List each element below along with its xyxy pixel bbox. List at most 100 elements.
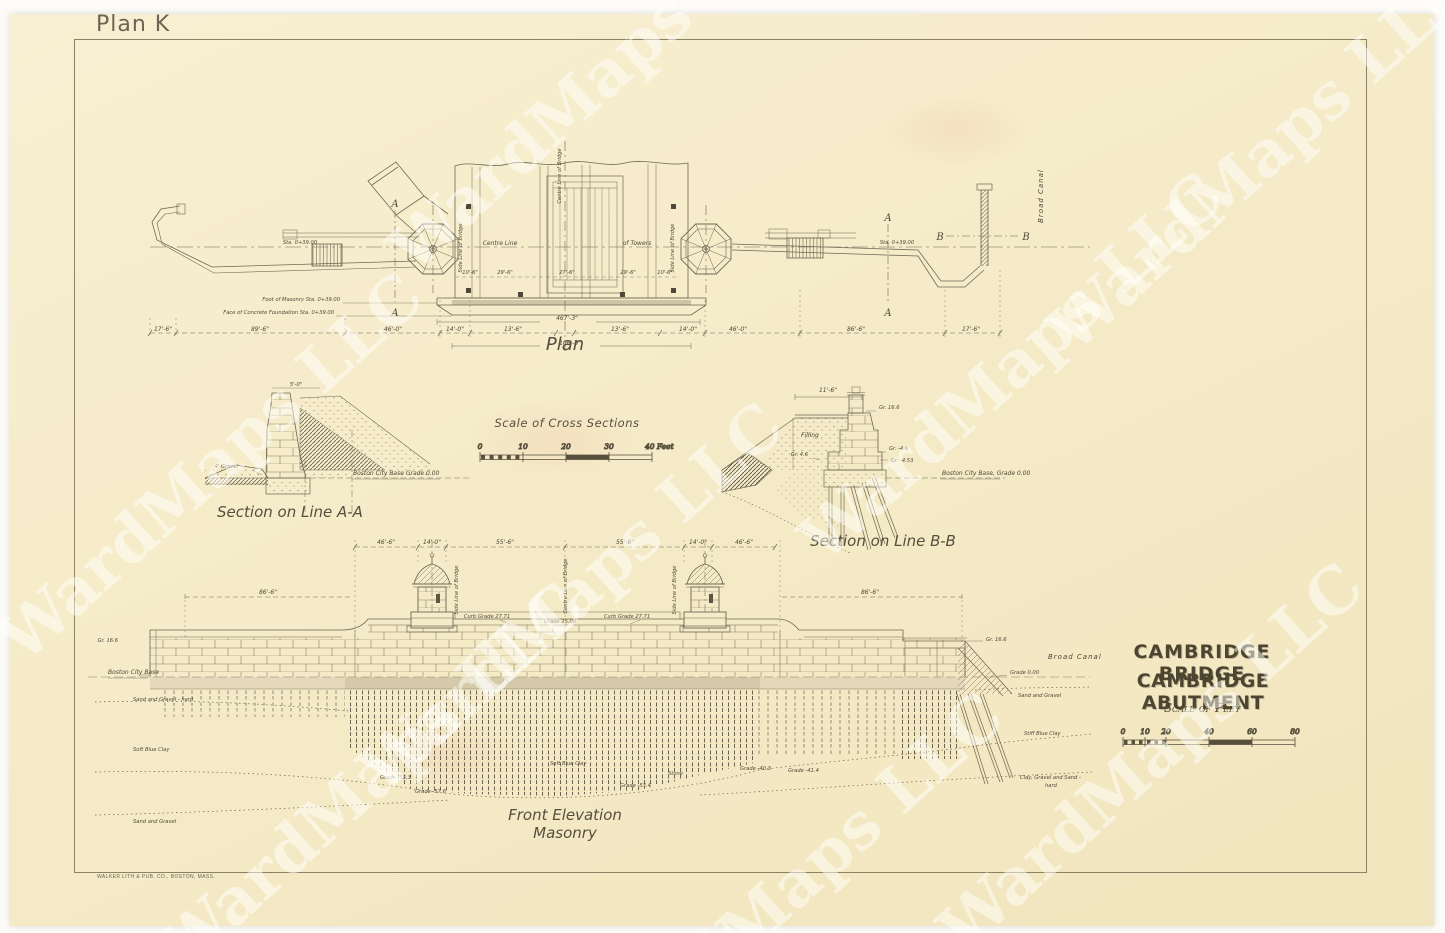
elevation-tower-left — [406, 553, 458, 633]
section-b-mark: B — [935, 232, 943, 243]
scale-tick: 10 — [1140, 727, 1150, 736]
curb-grade-label: Curb Grade 27.71 — [604, 614, 650, 620]
scale-tick: 0 — [478, 442, 483, 451]
plan-station-label: Sta. 0+39.00 — [880, 240, 915, 246]
section-bb-labels: 11'-6" Filling Gr. 16.6 Gr. 4.6 Gr. -4.6… — [791, 387, 1031, 477]
section-b-base-label: Boston City Base, Grade 0.00 — [942, 470, 1030, 477]
section-b-top-dim: 11'-6" — [819, 387, 837, 394]
section-a-base-label: Boston City Base Grade 0.00 — [353, 470, 440, 477]
plan-dim-label: 17'-6" — [154, 326, 172, 333]
cross-section-scale-bar: 0 10 20 30 40 Feet — [477, 442, 675, 462]
title-scale-bar: 0 10 20 40 60 80 — [1120, 727, 1300, 747]
section-aa-labels: 5'-0" 4' Gravel Boston City Base Grade 0… — [215, 382, 440, 477]
elevation-caption-line2: Masonry — [533, 824, 597, 842]
section-b-filling-label: Filling — [801, 432, 819, 439]
section-b-grade: Gr. 4.6 — [791, 452, 809, 458]
title-line2: CAMBRIDGE ABUTMENT — [1136, 670, 1270, 714]
elev-grade-left: Gr. 16.6 — [97, 638, 118, 644]
elev-dim-label: 55'-6" — [616, 539, 634, 546]
elevation-drawing — [88, 540, 1093, 816]
plan-of-towers-label: of Towers — [623, 240, 651, 247]
face-of-concrete-note: Face of Concrete Foundation Sta. 0+39.00 — [223, 310, 334, 316]
printer-credit: WALKER LITH & PUB. CO., BOSTON, MASS. — [97, 874, 216, 880]
section-b-grade: Gr. -4.53 — [891, 458, 913, 464]
scale-tick: 60 — [1247, 727, 1257, 736]
scale-tick: 40 — [1203, 727, 1214, 736]
elev-dim-label: 55'-6" — [496, 539, 514, 546]
plan-inner-dim: 29'-6" — [497, 270, 513, 276]
plan-inner-dim: 29'-6" — [620, 270, 636, 276]
grade-0-label: Grade 0.00 — [1010, 670, 1040, 676]
strata-label: Sand and Gravel - hard — [133, 697, 194, 703]
section-a-gravel-note: 4' Gravel — [215, 464, 239, 470]
elev-dim-label: 14'-0" — [689, 539, 707, 546]
bottom-grade-label: Grade -53.4 — [620, 783, 651, 789]
section-b-grade: Gr. -4.6 — [889, 446, 909, 452]
elev-86-dim: 86'-6" — [861, 589, 879, 596]
elev-dim-label: 14'-0" — [423, 539, 441, 546]
plan-view-labels: A A A A B B Centre Line of Towers Sta. 0… — [154, 148, 1045, 347]
elev-grade-right: Gr. 16.6 — [986, 637, 1007, 643]
title-line1: CAMBRIDGE BRIDGE — [1133, 641, 1271, 685]
section-bb-drawing — [721, 386, 1005, 554]
grade-label: Grade 25.00 — [544, 619, 577, 625]
scale-tick: 10 — [518, 442, 528, 451]
section-a-mark: A — [883, 308, 891, 319]
plan-station-label: Sta. 0+39.00 — [283, 240, 318, 246]
broad-canal-label: Broad Canal — [1037, 169, 1045, 223]
elev-side-line-label: Side Line of Bridge — [454, 566, 460, 615]
section-bb-caption: Section on Line B-B — [810, 532, 956, 550]
scale-of-feet-label: Scale of Feet — [1163, 701, 1241, 715]
plan-view-drawing — [147, 141, 1090, 352]
elevation-tower-right — [679, 553, 731, 633]
plan-caption: Plan — [545, 334, 585, 355]
scale-tick: 0 — [1121, 727, 1126, 736]
scale-tick: 30 — [604, 442, 614, 451]
plan-dim-label: 13'-6" — [504, 326, 522, 333]
plan-sheet-letter: Plan K — [96, 12, 171, 37]
strata-label: Sand and Gravel — [1018, 693, 1062, 699]
bottom-grade-label: Grade -40.3 — [740, 766, 771, 772]
foot-of-masonry-note: Foot of Masonry Sta. 0+39.00 — [262, 297, 340, 303]
curb-grade-label: Curb Grade 27.71 — [464, 614, 510, 620]
bottom-grade-label: Grade -55.3 — [380, 775, 411, 781]
border-frame — [74, 39, 1367, 873]
section-a-mark: A — [390, 308, 398, 319]
section-b-mark: B — [1021, 232, 1029, 243]
elev-dim-label: 46'-6" — [735, 539, 753, 546]
plan-overall-dim: 467'-3" — [556, 315, 578, 322]
plan-dim-label: 86'-6" — [847, 326, 865, 333]
bottom-grade-label: Soft Blue Clay — [550, 761, 587, 767]
scale-tick: 80 — [1290, 727, 1300, 736]
strata-label: hard — [1045, 783, 1058, 789]
plan-dim-label: 17'-6" — [962, 326, 980, 333]
elev-side-line-label: Side Line of Bridge — [672, 566, 678, 615]
plan-centre-line-label: Centre Line — [483, 240, 518, 247]
strata-label: Soft Blue Clay — [133, 747, 170, 753]
section-aa-caption: Section on Line A-A — [217, 503, 363, 521]
plan-inner-dim: 10'-6" — [462, 270, 478, 276]
plan-inner-dim: 27'-6" — [559, 270, 575, 276]
bottom-grade-label: Stone — [668, 771, 683, 777]
elev-dim-label: 46'-6" — [377, 539, 395, 546]
plan-side-line-label: Side Line of Bridge — [670, 224, 676, 273]
section-a-top-dim: 5'-0" — [290, 382, 302, 388]
section-b-grade: Gr. 16.6 — [879, 405, 900, 411]
cross-sections-scale-title: Scale of Cross Sections — [494, 416, 640, 430]
strata-label: Clay, Gravel and Sand - — [1020, 775, 1081, 781]
scale-tick: 40 Feet — [644, 442, 675, 451]
strata-label: Stiff Blue Clay — [1024, 731, 1062, 737]
plan-dim-label: 89'-6" — [251, 326, 269, 333]
plan-dim-label: 46'-0" — [729, 326, 747, 333]
bottom-grade-label: Grade -57.6 — [415, 789, 447, 795]
boston-city-base-label: Boston City Base — [108, 669, 159, 676]
section-aa-drawing — [204, 387, 470, 512]
section-a-mark: A — [883, 213, 891, 224]
elev-centre-line-label: Centre Line of Bridge — [563, 558, 569, 613]
plan-dim-label: 14'-0" — [679, 326, 697, 333]
plan-dim-label: 14'-0" — [446, 326, 464, 333]
elevation-labels: 46'-6" 14'-0" 55'-6" 55'-6" 14'-0" 46'-6… — [97, 539, 1100, 825]
scale-tick: 20 — [560, 442, 571, 451]
